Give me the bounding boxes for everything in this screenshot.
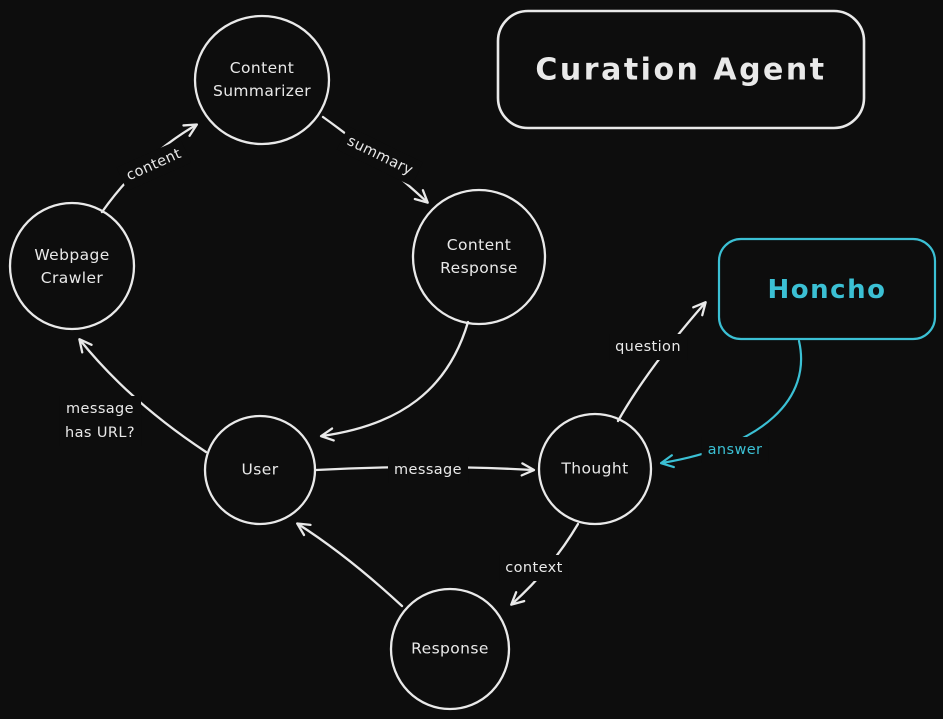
edge-content-response-to-user-arrow — [319, 320, 470, 442]
node-label-line: Content — [229, 59, 295, 77]
edge-response-to-user-arrow — [296, 522, 404, 608]
edge-label-message: message — [388, 457, 468, 483]
honcho-box — [717, 237, 937, 341]
edge-thought-to-honcho-arrow — [616, 301, 707, 423]
edge-label-question: question — [609, 334, 687, 360]
node-label-line: Content — [446, 236, 512, 254]
node-webpage-crawler-label: Webpage Crawler — [34, 244, 109, 290]
node-content-response-shape — [411, 188, 547, 326]
node-content-summarizer-shape — [193, 14, 331, 146]
diagram-title: Curation Agent — [535, 52, 827, 88]
node-thought-label: Thought — [561, 459, 629, 478]
edge-label-context: context — [499, 555, 569, 581]
node-thought-shape — [537, 412, 653, 526]
node-webpage-crawler-shape — [8, 201, 136, 331]
node-user-label: User — [241, 460, 279, 479]
node-label-line: Crawler — [40, 269, 104, 287]
edge-label-message-has-url: message has URL? — [59, 396, 141, 446]
node-label-line: Summarizer — [212, 82, 312, 100]
edge-honcho-to-thought-arrow — [659, 339, 803, 469]
node-label-line: Webpage — [34, 246, 110, 264]
node-label-line: Response — [440, 259, 518, 277]
edge-label-line: message — [66, 401, 134, 417]
title-box — [496, 9, 866, 130]
edge-label-line: has URL? — [65, 425, 135, 441]
node-response-shape — [389, 587, 511, 711]
node-content-summarizer-label: Content Summarizer — [213, 57, 311, 103]
node-content-response-label: Content Response — [440, 234, 518, 280]
node-honcho-label: Honcho — [767, 275, 887, 305]
edge-label-answer: answer — [701, 437, 769, 463]
node-response-label: Response — [411, 639, 489, 658]
